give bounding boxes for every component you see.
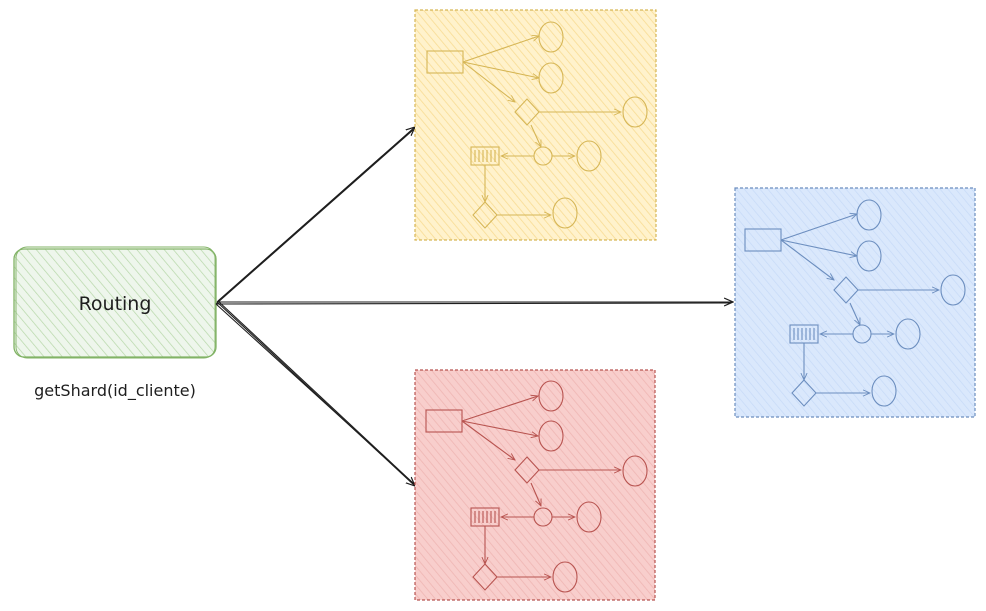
yellow-decision-2 — [472, 201, 498, 229]
arrow-to-blue-shard-sketch — [216, 302, 732, 305]
blue-edge-5 — [849, 302, 861, 325]
shard-red-frame — [414, 369, 656, 601]
blue-edge-3 — [780, 239, 834, 280]
arrow-to-yellow-shard-sketch-2 — [217, 127, 415, 302]
yellow-edge-2 — [462, 61, 539, 78]
shard-blue[interactable] — [734, 187, 976, 418]
blue-decision-2 — [791, 379, 817, 407]
yellow-cloud-1 — [538, 21, 564, 53]
blue-edge-1 — [780, 214, 857, 241]
red-edge-3 — [461, 420, 515, 460]
yellow-decision-1 — [514, 98, 540, 126]
arrow-to-yellow-shard-sketch — [215, 129, 414, 305]
blue-cloud-3 — [940, 274, 966, 306]
routing-node[interactable]: Routing — [13, 246, 217, 359]
blue-cloud-5 — [871, 375, 897, 407]
red-cloud-5 — [552, 561, 578, 593]
shard-blue-flow — [744, 199, 966, 407]
red-edge-2 — [461, 420, 538, 436]
shard-red[interactable] — [414, 369, 656, 601]
yellow-queue-slots — [474, 150, 496, 162]
red-edge-1 — [461, 396, 538, 422]
shard-yellow-frame — [414, 9, 657, 241]
yellow-edge-3 — [462, 61, 515, 102]
red-decision-1 — [514, 456, 540, 484]
routing-node-box-sketch — [15, 246, 216, 359]
yellow-cloud-4 — [576, 140, 602, 172]
shard-blue-frame — [734, 187, 976, 418]
routing-node-box — [13, 248, 217, 358]
arrow-to-red-shard-sketch-2 — [217, 300, 415, 485]
routing-label: Routing — [79, 293, 152, 315]
shard-red-flow — [425, 380, 648, 593]
red-cloud-2 — [538, 420, 564, 452]
shard-yellow-flow — [426, 21, 648, 229]
blue-decision-1 — [833, 276, 859, 304]
blue-edge-2 — [780, 239, 857, 256]
yellow-cloud-3 — [622, 96, 648, 128]
yellow-cloud-2 — [538, 62, 564, 94]
blue-cloud-4 — [895, 318, 921, 350]
shard-yellow[interactable] — [414, 9, 657, 241]
blue-cloud-1 — [856, 199, 882, 231]
red-cloud-4 — [576, 501, 602, 533]
yellow-edge-5 — [530, 124, 542, 147]
red-queue-slots — [474, 511, 496, 523]
yellow-cloud-5 — [552, 197, 578, 229]
red-cloud-1 — [538, 380, 564, 412]
routing-caption: getShard(id_cliente) — [34, 381, 196, 401]
routing-connectors — [215, 127, 733, 486]
yellow-edge-1 — [462, 36, 539, 63]
arrow-to-red-shard-sketch — [215, 303, 414, 484]
blue-cloud-2 — [856, 240, 882, 272]
red-edge-5 — [530, 482, 541, 506]
red-decision-2 — [472, 563, 498, 591]
blue-queue-slots — [793, 328, 815, 340]
red-cloud-3 — [622, 455, 648, 487]
